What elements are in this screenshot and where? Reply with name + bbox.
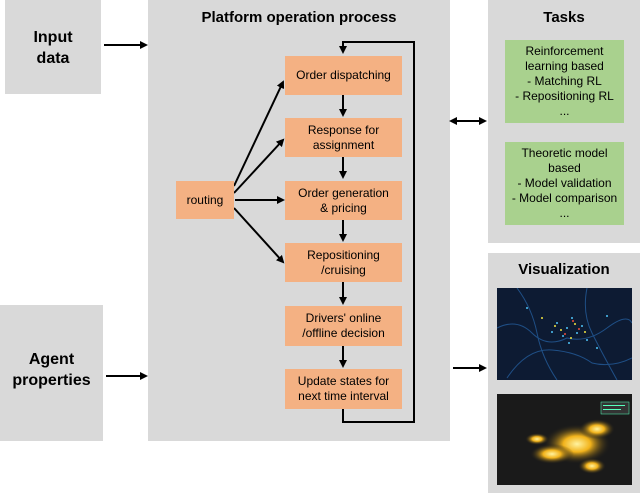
step-response-assignment: Response for assignment	[285, 118, 402, 157]
routing-arrow-response	[233, 138, 285, 194]
task-theoretic-model: Theoretic model based - Model validation…	[505, 142, 624, 225]
routing-box: routing	[176, 181, 234, 219]
visualization-title: Visualization	[518, 261, 610, 278]
step-update-states: Update states for next time interval	[285, 369, 402, 409]
agent-properties-panel: Agent properties	[0, 305, 103, 441]
agent-properties-label: Agent properties	[12, 351, 91, 389]
routing-arrow-reposition	[233, 207, 285, 264]
step-repositioning-cruising: Repositioning /cruising	[285, 243, 402, 282]
heatmap-visualization	[497, 394, 632, 485]
tasks-title: Tasks	[543, 9, 585, 26]
step-order-dispatching: Order dispatching	[285, 56, 402, 95]
loop-arrow	[339, 41, 415, 423]
step-drivers-online-offline: Drivers' online /offline decision	[285, 306, 402, 346]
city-map-image	[497, 288, 632, 380]
routing-arrow-dispatch	[233, 80, 285, 187]
heatmap-image	[525, 401, 630, 474]
platform-title: Platform operation process	[201, 9, 397, 26]
task-reinforcement-learning: Reinforcement learning based - Matching …	[505, 40, 624, 123]
input-data-label: Input data	[33, 29, 73, 67]
city-map-visualization	[497, 288, 632, 380]
step-order-generation-pricing: Order generation & pricing	[285, 181, 402, 220]
input-data-panel: Input data	[5, 0, 101, 94]
